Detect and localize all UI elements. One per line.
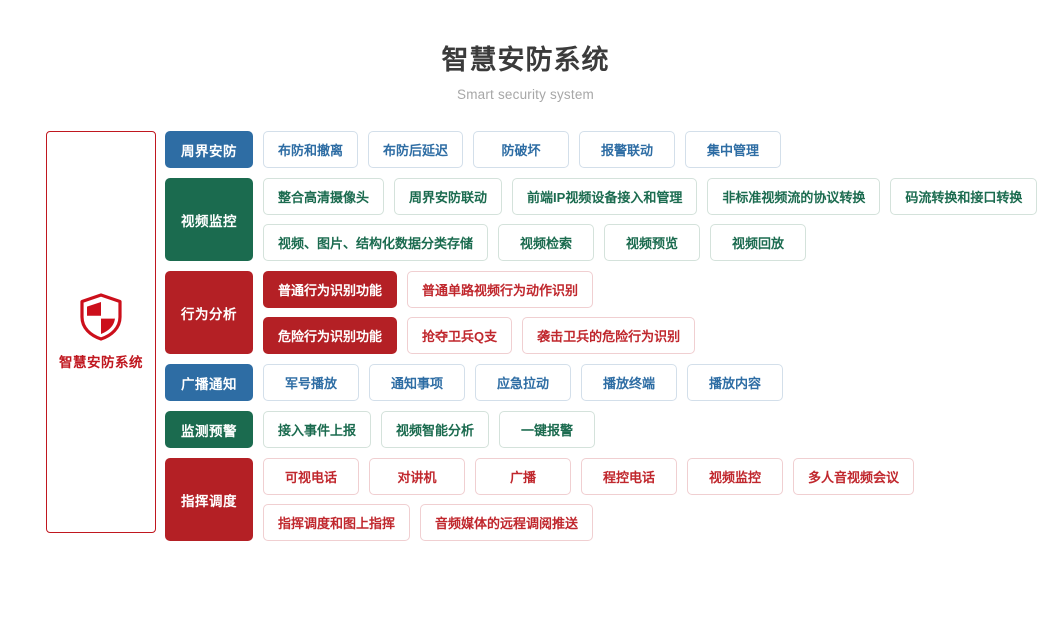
page-header: 智慧安防系统 Smart security system [0,0,1051,102]
feature-line: 视频、图片、结构化数据分类存储视频检索视频预览视频回放 [263,224,1051,261]
feature-chip[interactable]: 视频回放 [710,224,807,261]
page-title: 智慧安防系统 [441,45,610,75]
feature-chip[interactable]: 接入事件上报 [263,411,372,448]
feature-chip[interactable]: 指挥调度和图上指挥 [263,504,411,541]
feature-chip[interactable]: 危险行为识别功能 [263,317,398,354]
feature-chip[interactable]: 非标准视频流的协议转换 [707,178,881,215]
category-rows: 周界安防布防和撤离布防后延迟防破坏报警联动集中管理视频监控整合高清摄像头周界安防… [165,131,1051,541]
feature-chip[interactable]: 抢夺卫兵Q支 [407,317,513,354]
feature-line: 可视电话对讲机广播程控电话视频监控多人音视频会议 [263,458,1051,495]
category-row: 监测预警接入事件上报视频智能分析一键报警 [165,411,1051,448]
feature-group: 可视电话对讲机广播程控电话视频监控多人音视频会议指挥调度和图上指挥音频媒体的远程… [263,458,1051,541]
category-label-2[interactable]: 视频监控 [165,178,253,261]
shield-icon [79,293,123,341]
feature-chip[interactable]: 前端IP视频设备接入和管理 [512,178,698,215]
feature-chip[interactable]: 播放内容 [687,364,783,401]
feature-chip[interactable]: 普通单路视频行为动作识别 [407,271,594,308]
feature-group: 布防和撤离布防后延迟防破坏报警联动集中管理 [263,131,1051,168]
feature-chip[interactable]: 布防和撤离 [263,131,359,168]
page-subtitle: Smart security system [457,87,594,102]
category-row: 行为分析普通行为识别功能普通单路视频行为动作识别危险行为识别功能抢夺卫兵Q支袭击… [165,271,1051,354]
category-row: 指挥调度可视电话对讲机广播程控电话视频监控多人音视频会议指挥调度和图上指挥音频媒… [165,458,1051,541]
feature-line: 指挥调度和图上指挥音频媒体的远程调阅推送 [263,504,1051,541]
feature-chip[interactable]: 可视电话 [263,458,359,495]
feature-chip[interactable]: 视频预览 [604,224,701,261]
feature-chip[interactable]: 袭击卫兵的危险行为识别 [522,317,696,354]
feature-chip[interactable]: 布防后延迟 [368,131,464,168]
feature-chip[interactable]: 播放终端 [581,364,677,401]
feature-chip[interactable]: 周界安防联动 [394,178,503,215]
feature-chip[interactable]: 防破坏 [473,131,570,168]
feature-line: 普通行为识别功能普通单路视频行为动作识别 [263,271,1051,308]
feature-chip[interactable]: 应急拉动 [475,364,571,401]
category-label-3[interactable]: 行为分析 [165,271,253,354]
feature-group: 普通行为识别功能普通单路视频行为动作识别危险行为识别功能抢夺卫兵Q支袭击卫兵的危… [263,271,1051,354]
category-label-5[interactable]: 监测预警 [165,411,253,448]
category-row: 周界安防布防和撤离布防后延迟防破坏报警联动集中管理 [165,131,1051,168]
feature-line: 危险行为识别功能抢夺卫兵Q支袭击卫兵的危险行为识别 [263,317,1051,354]
category-label-4[interactable]: 广播通知 [165,364,253,401]
feature-chip[interactable]: 视频监控 [687,458,783,495]
feature-group: 接入事件上报视频智能分析一键报警 [263,411,1051,448]
feature-chip[interactable]: 通知事项 [369,364,465,401]
feature-chip[interactable]: 程控电话 [581,458,677,495]
feature-chip[interactable]: 报警联动 [579,131,676,168]
feature-chip[interactable]: 音频媒体的远程调阅推送 [420,504,594,541]
feature-group: 整合高清摄像头周界安防联动前端IP视频设备接入和管理非标准视频流的协议转换码流转… [263,178,1051,261]
feature-group: 军号播放通知事项应急拉动播放终端播放内容 [263,364,1051,401]
category-label-6[interactable]: 指挥调度 [165,458,253,541]
feature-line: 整合高清摄像头周界安防联动前端IP视频设备接入和管理非标准视频流的协议转换码流转… [263,178,1051,215]
diagram-board: 智慧安防系统 周界安防布防和撤离布防后延迟防破坏报警联动集中管理视频监控整合高清… [0,131,1051,541]
feature-chip[interactable]: 码流转换和接口转换 [890,178,1038,215]
feature-chip[interactable]: 多人音视频会议 [793,458,915,495]
feature-chip[interactable]: 普通行为识别功能 [263,271,398,308]
feature-chip[interactable]: 视频检索 [498,224,595,261]
category-row: 视频监控整合高清摄像头周界安防联动前端IP视频设备接入和管理非标准视频流的协议转… [165,178,1051,261]
category-row: 广播通知军号播放通知事项应急拉动播放终端播放内容 [165,364,1051,401]
feature-chip[interactable]: 视频、图片、结构化数据分类存储 [263,224,489,261]
feature-line: 军号播放通知事项应急拉动播放终端播放内容 [263,364,1051,401]
feature-chip[interactable]: 整合高清摄像头 [263,178,385,215]
feature-line: 布防和撤离布防后延迟防破坏报警联动集中管理 [263,131,1051,168]
feature-chip[interactable]: 广播 [475,458,571,495]
feature-line: 接入事件上报视频智能分析一键报警 [263,411,1051,448]
feature-chip[interactable]: 一键报警 [499,411,596,448]
brand-label: 智慧安防系统 [59,355,143,370]
feature-chip[interactable]: 军号播放 [263,364,359,401]
feature-chip[interactable]: 对讲机 [369,458,465,495]
category-label-1[interactable]: 周界安防 [165,131,253,168]
feature-chip[interactable]: 视频智能分析 [381,411,490,448]
brand-panel: 智慧安防系统 [46,131,156,533]
feature-chip[interactable]: 集中管理 [685,131,782,168]
